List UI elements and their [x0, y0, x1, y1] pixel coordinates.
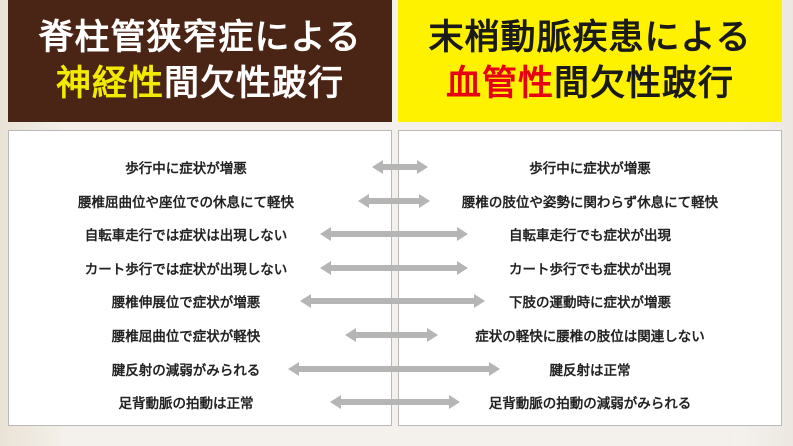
vascular-feature: 自転車走行でも症状が出現 — [509, 228, 671, 244]
header-left-line1: 脊柱管狭窄症による — [38, 18, 362, 58]
comparison-row: 足背動脈の拍動は正常 足背動脈の拍動の減弱がみられる — [0, 385, 793, 419]
header-left-rest: 間欠性跛行 — [164, 64, 345, 104]
vascular-feature: 腰椎の肢位や姿勢に関わらず休息にて軽快 — [461, 195, 719, 211]
double-arrow-icon — [320, 227, 468, 241]
panel-neurogenic — [8, 130, 392, 426]
neurogenic-feature: 足背動脈の拍動は正常 — [118, 396, 254, 412]
neurogenic-feature: 歩行中に症状が増悪 — [125, 161, 247, 177]
vascular-feature: 腱反射は正常 — [549, 363, 631, 379]
comparison-row: 腰椎屈曲位で症状が軽快 症状の軽快に腰椎の肢位は関連しない — [0, 318, 793, 352]
comparison-row: 自転車走行では症状は出現しない 自転車走行でも症状が出現 — [0, 217, 793, 251]
comparison-row: 腱反射の減弱がみられる 腱反射は正常 — [0, 352, 793, 386]
header-neurogenic: 脊柱管狭窄症による 神経性間欠性跛行 — [8, 0, 392, 122]
vascular-feature: 足背動脈の拍動の減弱がみられる — [488, 396, 692, 412]
vascular-feature: 歩行中に症状が増悪 — [529, 161, 651, 177]
double-arrow-icon — [372, 160, 428, 174]
neurogenic-feature: 腱反射の減弱がみられる — [111, 363, 261, 379]
double-arrow-icon — [320, 261, 468, 275]
header-vascular: 末梢動脈疾患による 血管性間欠性跛行 — [398, 0, 782, 122]
double-arrow-icon — [300, 294, 485, 308]
comparison-row: カート歩行では症状が出現しない カート歩行でも症状が出現 — [0, 251, 793, 285]
header-left-accent: 神経性 — [55, 64, 164, 104]
neurogenic-feature: 腰椎屈曲位で症状が軽快 — [111, 329, 261, 345]
header-right-rest: 間欠性跛行 — [554, 64, 735, 104]
neurogenic-feature: カート歩行では症状が出現しない — [84, 262, 288, 278]
neurogenic-feature: 腰椎屈曲位や座位での休息にて軽快 — [78, 195, 294, 211]
neurogenic-feature: 自転車走行では症状は出現しない — [84, 228, 288, 244]
vascular-feature: 下肢の運動時に症状が増悪 — [509, 295, 671, 311]
double-arrow-icon — [358, 194, 430, 208]
header-left-line2: 神経性間欠性跛行 — [56, 61, 344, 107]
comparison-row: 歩行中に症状が増悪 歩行中に症状が増悪 — [0, 150, 793, 184]
comparison-row: 腰椎伸展位で症状が増悪 下肢の運動時に症状が増悪 — [0, 284, 793, 318]
header-right-line1: 末梢動脈疾患による — [428, 18, 752, 58]
header-right-line2: 血管性間欠性跛行 — [446, 61, 734, 107]
header-right-accent: 血管性 — [445, 64, 554, 104]
double-arrow-icon — [288, 362, 500, 376]
panel-vascular — [398, 130, 782, 426]
vascular-feature: カート歩行でも症状が出現 — [509, 262, 671, 278]
neurogenic-feature: 腰椎伸展位で症状が増悪 — [111, 295, 261, 311]
double-arrow-icon — [330, 395, 460, 409]
comparison-row: 腰椎屈曲位や座位での休息にて軽快 腰椎の肢位や姿勢に関わらず休息にて軽快 — [0, 184, 793, 218]
double-arrow-icon — [345, 328, 438, 342]
vascular-feature: 症状の軽快に腰椎の肢位は関連しない — [475, 329, 705, 345]
